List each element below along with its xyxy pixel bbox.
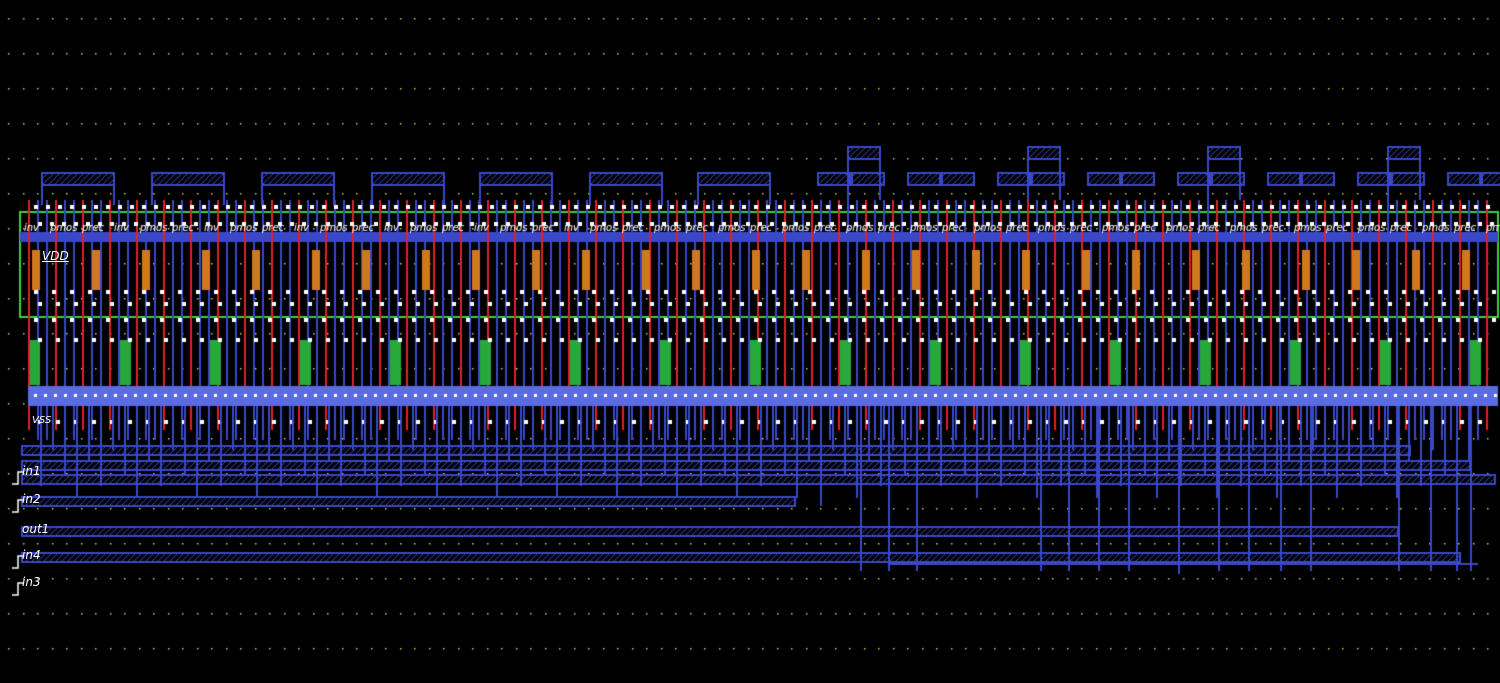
pin-label-out1: out1 xyxy=(22,522,50,536)
pin-label-in1: in1 xyxy=(22,464,41,478)
pin-label-in2: in2 xyxy=(22,492,41,506)
pin-label-in4: in4 xyxy=(22,548,41,562)
pin-label-in3: in3 xyxy=(22,575,41,589)
vdd-label: VDD xyxy=(42,249,69,263)
vss-label: VSS xyxy=(32,415,52,426)
